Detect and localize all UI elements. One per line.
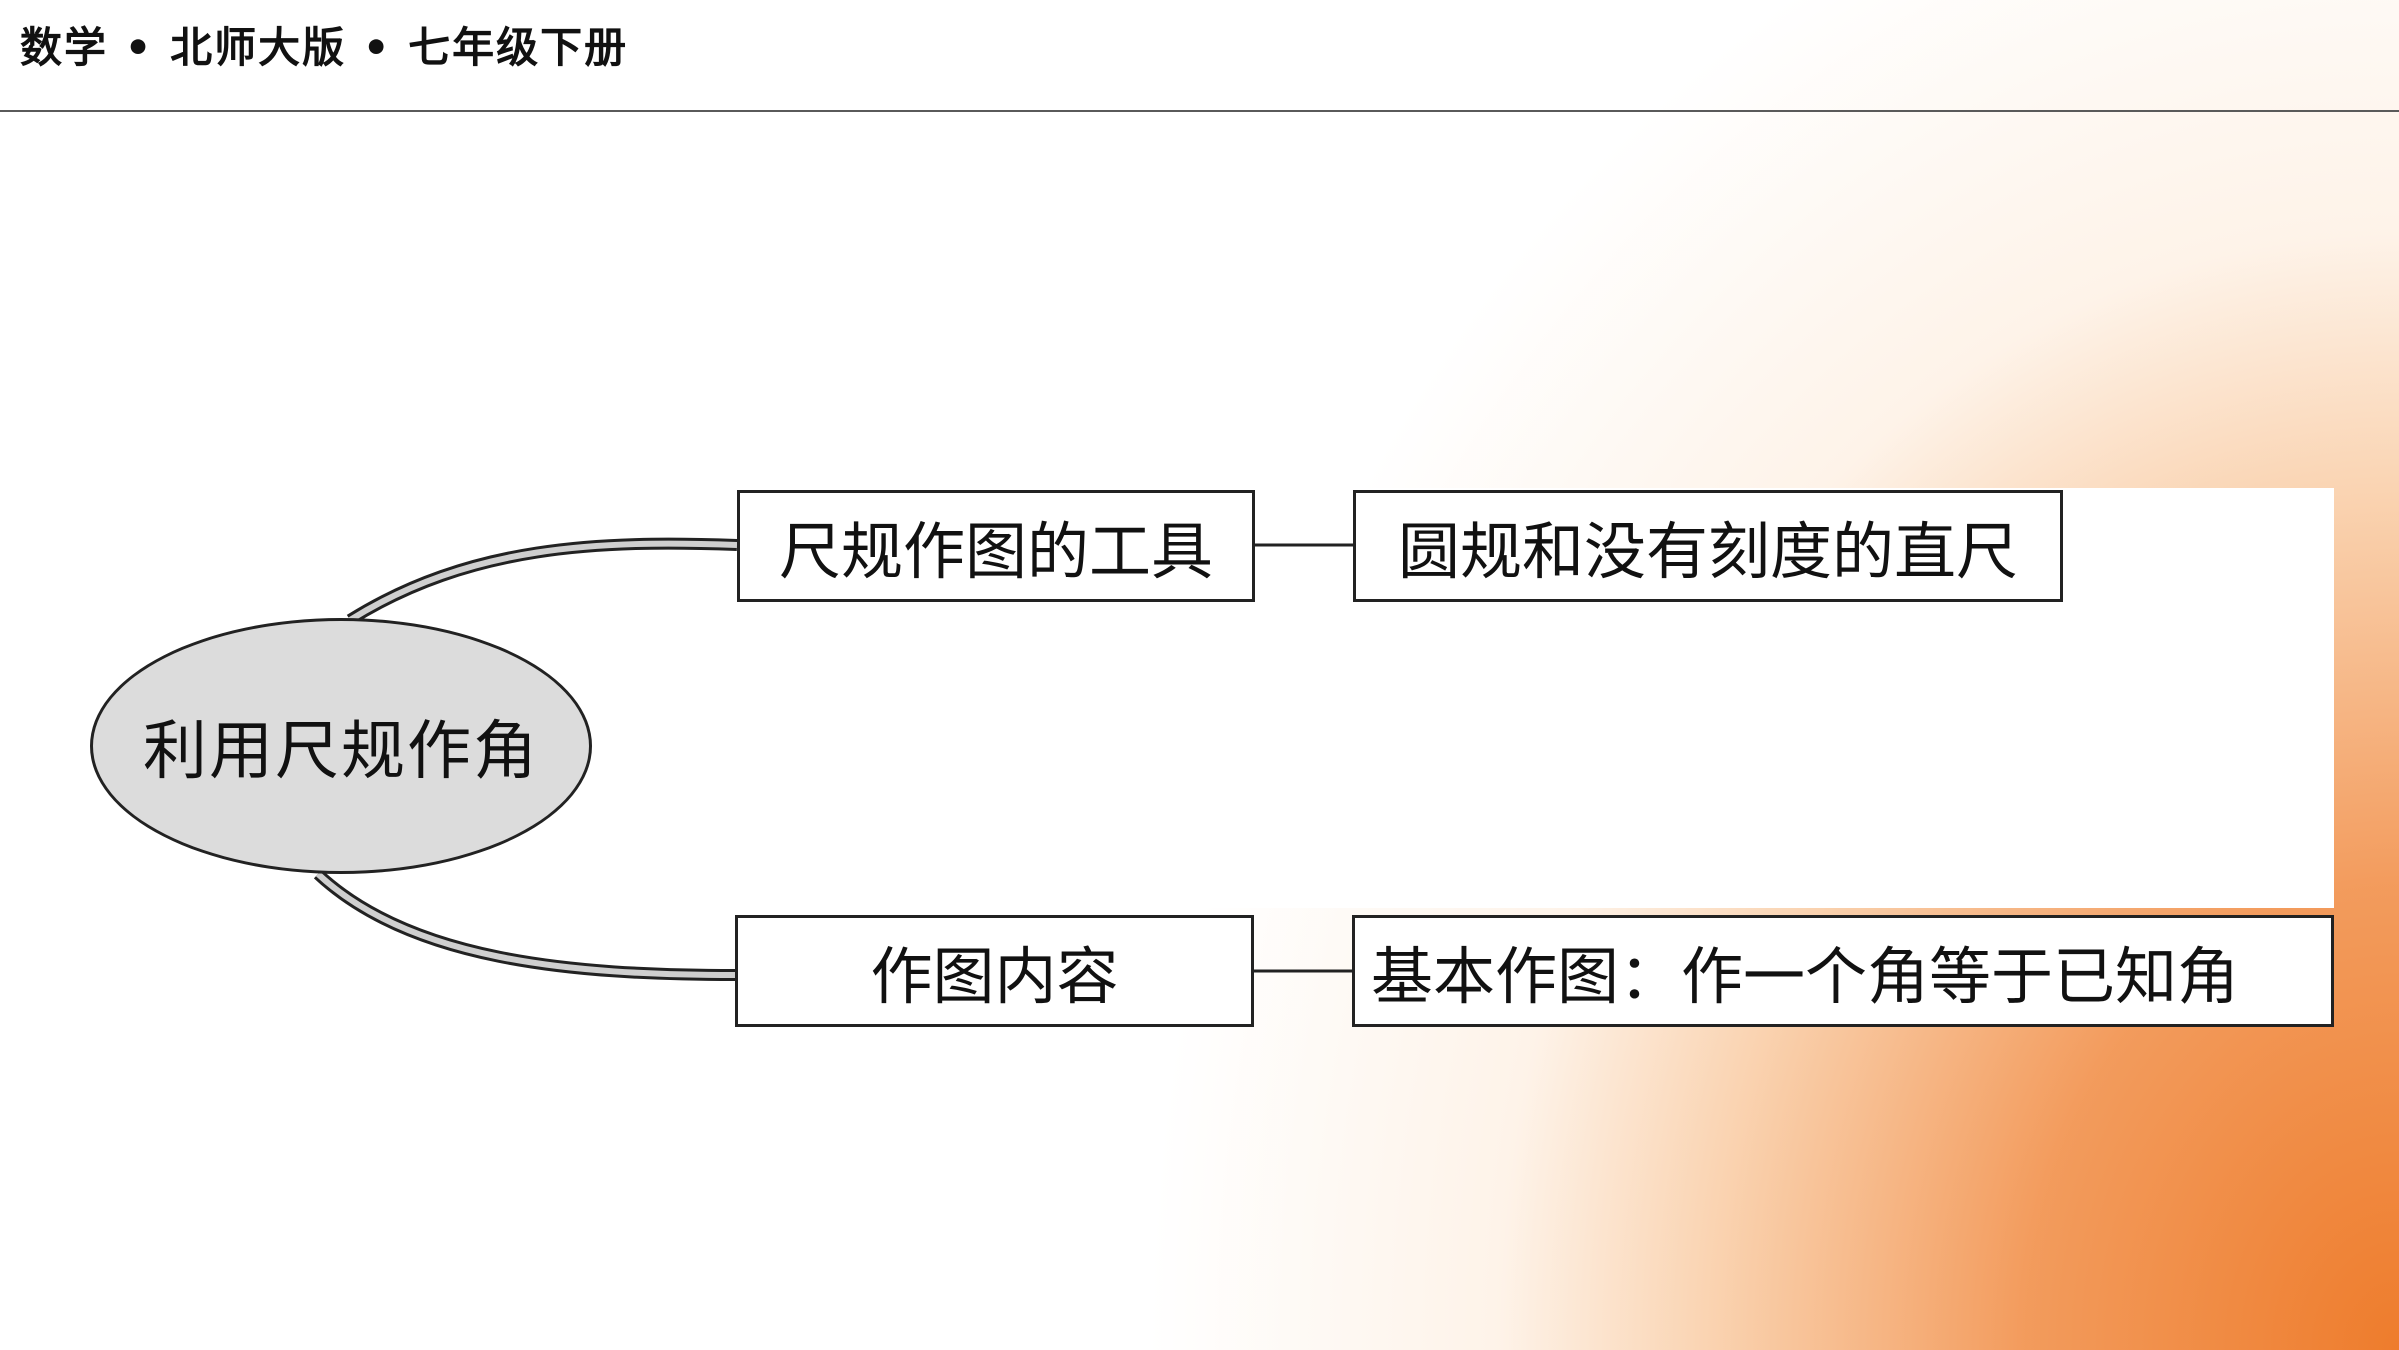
page-header-title: 数学 • 北师大版 • 七年级下册	[20, 23, 629, 72]
branch-label-tools: 尺规作图的工具	[778, 515, 1213, 588]
page-header: 数学 • 北师大版 • 七年级下册	[0, 0, 2399, 112]
branch-value-content: 基本作图：作一个角等于已知角	[1352, 915, 2334, 1027]
branch-box-tools: 尺规作图的工具	[737, 490, 1255, 602]
branch-box-content: 作图内容	[735, 915, 1254, 1027]
header-divider	[0, 110, 2399, 112]
center-node-label: 利用尺规作角	[143, 715, 539, 789]
center-node: 利用尺规作角	[90, 618, 592, 874]
branch-label-content: 作图内容	[870, 940, 1119, 1013]
branch-value-content-text: 基本作图：作一个角等于已知角	[1371, 940, 2240, 1013]
branch-value-tools: 圆规和没有刻度的直尺	[1353, 490, 2063, 602]
branch-value-tools-text: 圆规和没有刻度的直尺	[1397, 515, 2018, 588]
